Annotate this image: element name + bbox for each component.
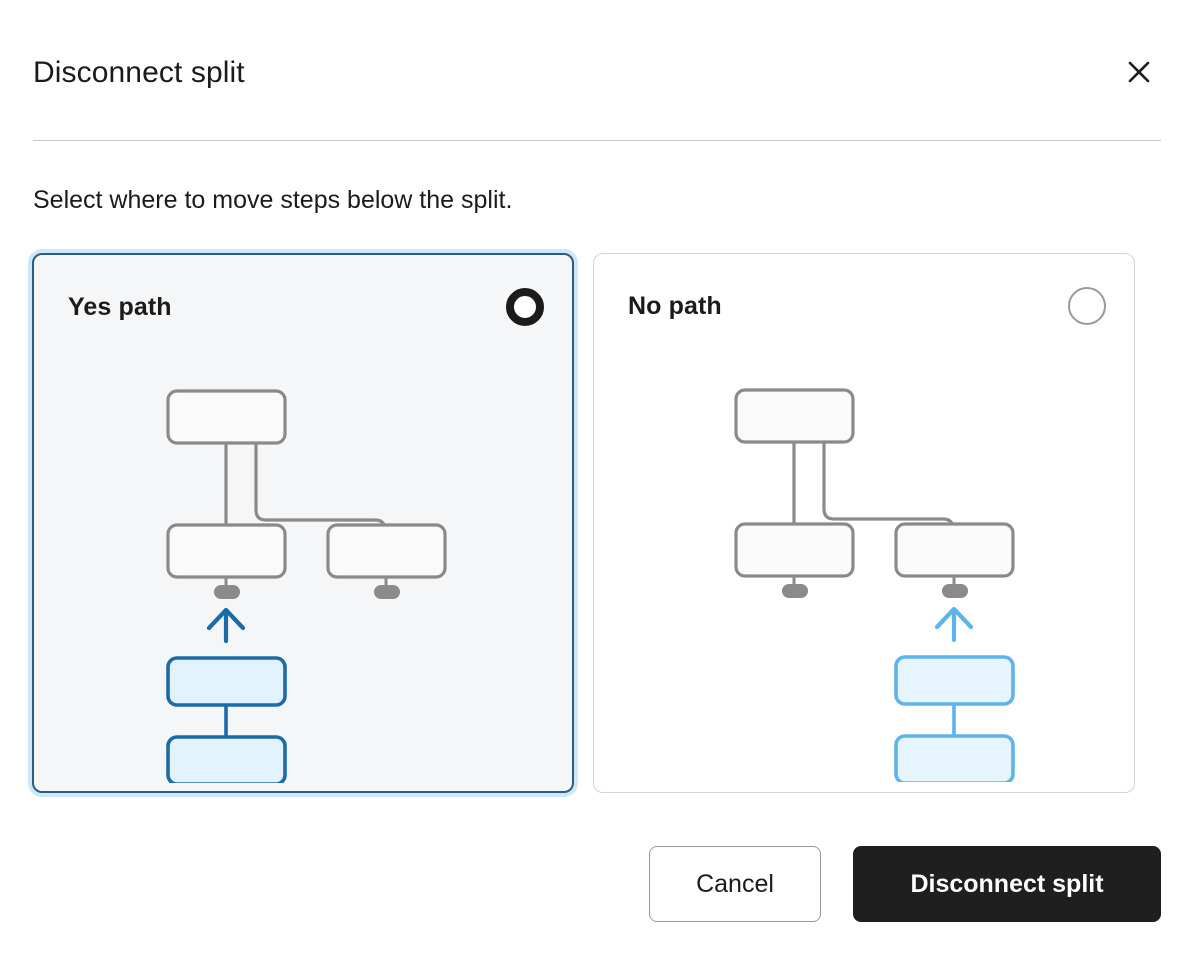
header-divider xyxy=(33,140,1161,141)
diagram-yes-path xyxy=(34,333,572,783)
option-label-yes: Yes path xyxy=(68,292,172,321)
move-arrow-icon xyxy=(206,607,246,644)
page-title: Disconnect split xyxy=(33,55,245,89)
option-header-no: No path xyxy=(628,284,1106,328)
dialog-footer: Cancel Disconnect split xyxy=(33,846,1161,922)
diagram-no-path xyxy=(594,332,1134,782)
disconnect-split-button[interactable]: Disconnect split xyxy=(853,846,1161,922)
radio-selected-icon[interactable] xyxy=(506,288,544,326)
option-header-yes: Yes path xyxy=(68,285,544,329)
option-card-no-path[interactable]: No path xyxy=(593,253,1135,793)
cancel-button[interactable]: Cancel xyxy=(649,846,821,922)
dialog-header: Disconnect split xyxy=(33,40,1161,104)
option-label-no: No path xyxy=(628,291,722,320)
option-card-yes-path[interactable]: Yes path xyxy=(32,253,574,793)
radio-unselected-icon[interactable] xyxy=(1068,287,1106,325)
dialog-description: Select where to move steps below the spl… xyxy=(33,186,513,214)
move-arrow-icon xyxy=(934,606,974,643)
close-button[interactable] xyxy=(1117,50,1161,94)
close-icon xyxy=(1124,57,1154,87)
